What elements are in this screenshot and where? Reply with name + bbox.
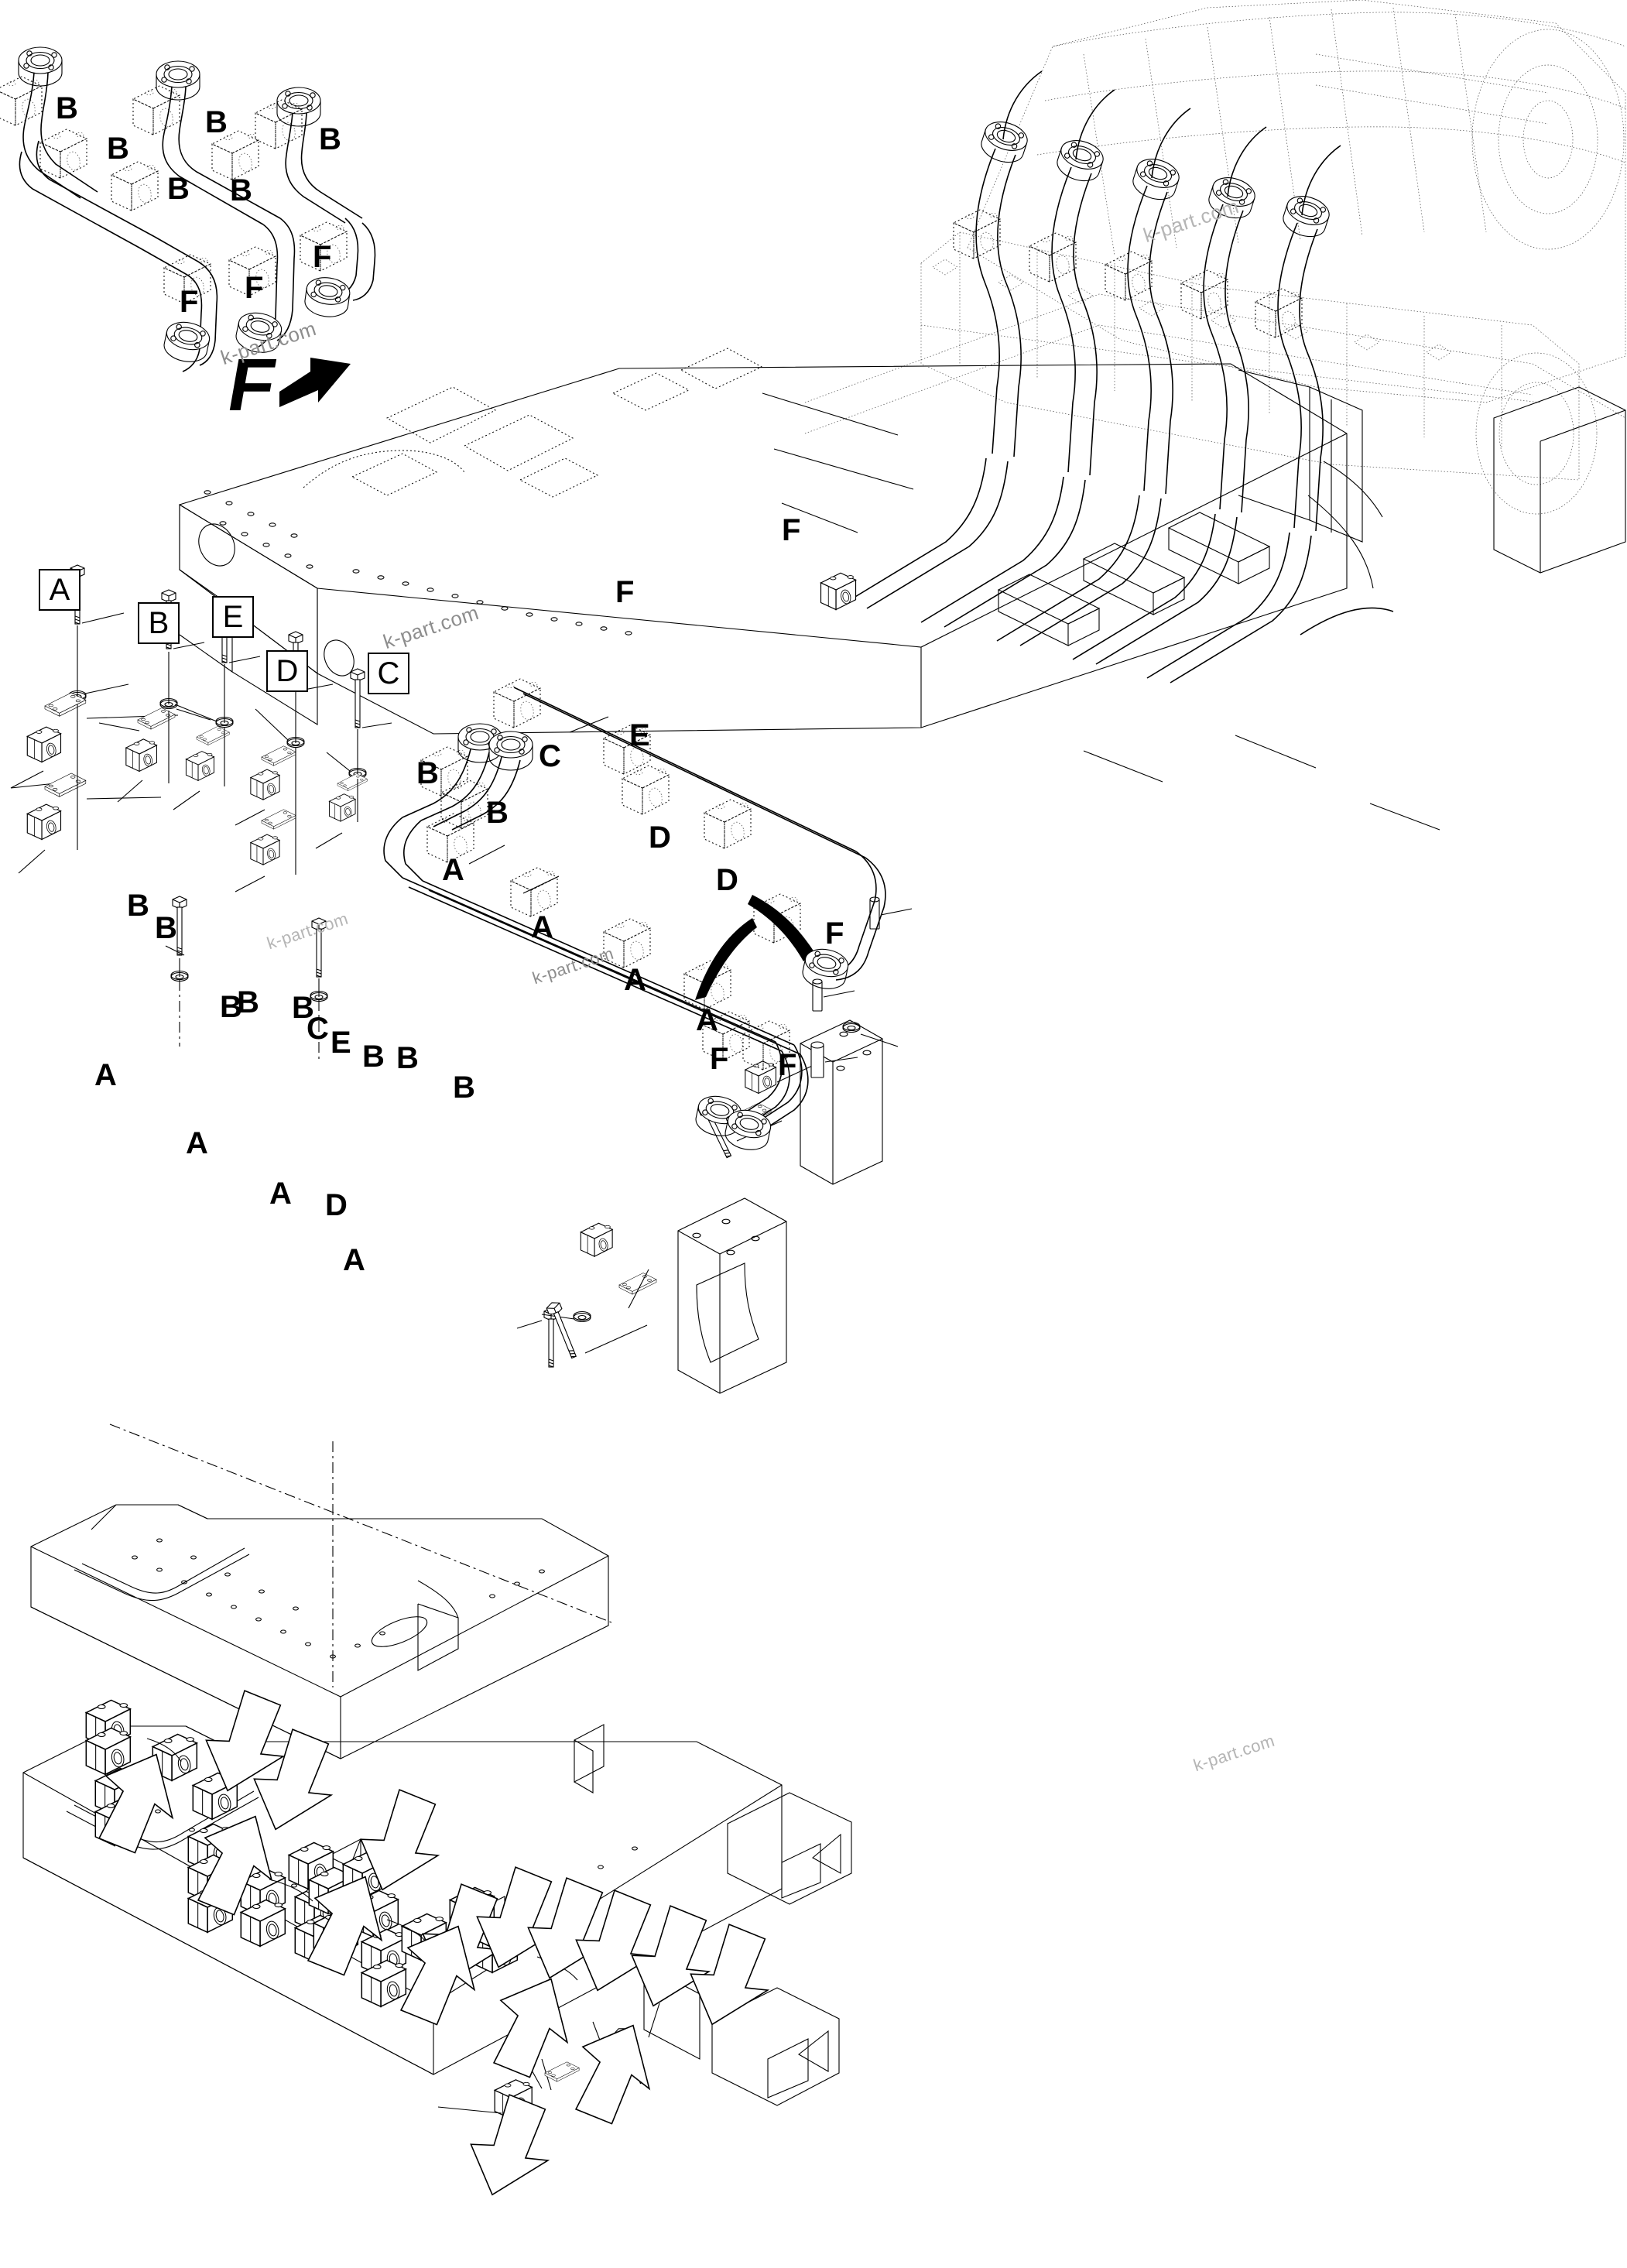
callout-f-1: F [180,285,199,319]
callout-bf-b-1: B [127,889,149,923]
callout-bf-b-8: B [453,1071,475,1105]
pointer-arrow-b-6 [631,1905,711,2007]
callout-lr-a-3: A [624,963,646,997]
pointer-arrow-b-1 [205,1690,286,1792]
view-direction-marker-f: F [222,344,351,427]
callout-bf-b-3: B [220,990,242,1024]
callout-lr-a-1: A [442,853,464,887]
callout-lr-f-3: F [778,1048,797,1082]
callout-lr-a-2: A [531,910,553,944]
detail-box-c-label: C [377,656,400,690]
pointer-arrow-a-1 [98,1753,174,1854]
pointer-arrow-a-3 [307,1876,383,1976]
pointer-arrow-b-3 [360,1789,440,1891]
loose-hardware [165,896,559,1368]
callout-lr-f-1: F [825,916,844,951]
detail-box-e: E [212,596,254,638]
pointer-arrow-c-1 [527,1877,608,1979]
lower-deck-hose-links [146,1738,578,1981]
watermark-5: k-part.com [529,943,616,988]
callout-b-6: B [319,122,341,156]
callout-lr-d-1: D [649,821,671,855]
callout-b-1: B [56,91,78,125]
pointer-arrow-d-1 [574,2024,651,2125]
callout-bf-a-4: A [343,1243,365,1277]
watermark-6: k-part.com [1190,1730,1277,1776]
detail-box-a: A [39,569,80,611]
detail-box-b-label: B [148,606,170,640]
detail-box-c: C [368,653,409,694]
arrow-right-icon [279,358,351,408]
pointer-arrow-b-7 [690,1924,770,2026]
callout-bf-a-1: A [94,1058,117,1092]
callout-bf-b-7: B [396,1041,419,1075]
callout-f-bracket-left: F [615,575,635,609]
watermark-4: k-part.com [264,908,351,954]
watermark-2: k-part.com [380,601,482,654]
callout-lr-b-2: B [486,796,509,830]
detail-box-b: B [138,602,180,644]
pointer-arrow-b-8 [470,2094,550,2196]
callout-f-3: F [313,240,332,274]
callout-bf-e-1: E [331,1026,351,1060]
engine-assembly [804,0,1626,515]
callout-bf-c-1: C [307,1012,329,1046]
callout-bf-b-2: B [155,911,177,945]
pointer-arrow-a-4 [399,1925,476,2026]
main-frame-assembly [109,348,1626,1687]
callout-f-bracket-right: F [782,513,801,547]
callout-b-2: B [107,132,129,166]
deck-plate-upper [30,1504,852,1905]
callout-bf-a-3: A [269,1177,292,1211]
callout-bf-b-6: B [362,1040,385,1074]
pointer-arrow-b-2 [253,1728,334,1831]
pointer-arrow-e-1 [575,1889,656,1992]
callout-bf-a-2: A [186,1126,208,1160]
pointer-arrow-a-5 [492,1978,569,2078]
watermark-3: k-part.com [1140,194,1242,248]
detail-box-d: D [266,650,308,692]
callout-lr-d-2: D [716,863,738,897]
deck-plate-lower [22,1699,840,2119]
callout-lr-b-1: B [416,756,439,790]
callout-bf-b-4: B [237,985,259,1019]
callout-lr-c-1: C [539,739,561,773]
pointer-arrow-b-5 [476,1866,557,1968]
detail-c-parts [315,668,392,849]
callout-lr-e-1: E [629,718,650,752]
callout-lr-a-4: A [696,1003,718,1037]
detail-box-d-label: D [276,654,299,688]
callout-f-2: F [245,271,264,305]
pointer-arrow-b-4 [422,1883,502,1985]
callout-b-4: B [205,105,228,139]
callout-bf-b-5: B [292,991,314,1025]
callout-bf-d-1: D [325,1188,348,1222]
pointer-arrow-a-2 [197,1815,273,1916]
callout-lr-f-2: F [710,1042,729,1076]
engine-hose-bundle [953,70,1341,532]
detail-box-e-label: E [222,600,244,634]
right-bracket-assembly [541,895,913,1394]
detail-box-a-label: A [49,573,70,607]
callout-b-5: B [230,173,252,207]
callout-b-3: B [167,172,190,206]
